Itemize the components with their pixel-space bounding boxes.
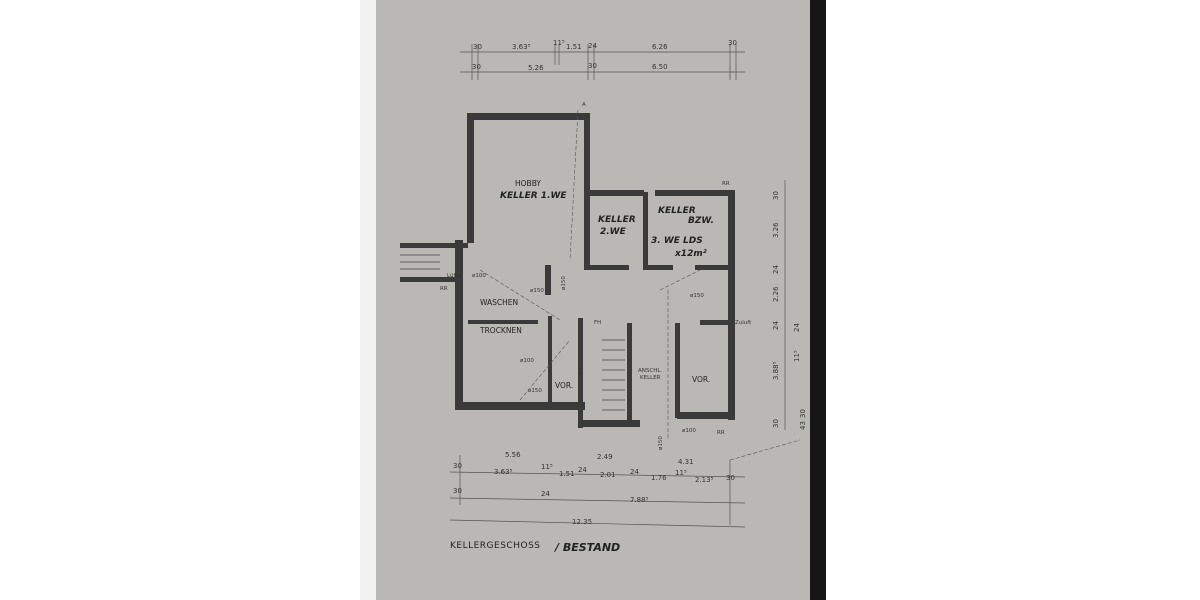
annotation-diameter: ø150: [561, 276, 567, 290]
annotation-rr: RR: [722, 181, 730, 187]
annotation-fh: FH: [579, 368, 585, 375]
dim-text: 6.50: [652, 63, 668, 71]
bottom-dimension-lines: [449, 455, 746, 528]
dim-text: 4.31: [678, 458, 694, 466]
dim-text: 12.35: [572, 518, 592, 526]
dim-text: 30: [772, 419, 780, 428]
plan-subtitle-handwritten: / BESTAND: [553, 541, 620, 554]
dim-text: 30: [799, 409, 807, 418]
dim-text: 2.13⁵: [695, 476, 714, 484]
dim-text: 7.88⁵: [630, 496, 649, 504]
annotation-rr: RR: [440, 286, 448, 292]
dim-text: 24: [541, 490, 550, 498]
room-label-keller-3we: 3. WE LDS: [651, 236, 703, 246]
annotation-diameter: ø100: [682, 428, 696, 434]
dim-text: 30: [453, 487, 462, 495]
room-label-keller-2we: KELLER: [598, 215, 636, 225]
room-label-anschl-keller: ANSCHL.: [638, 368, 662, 374]
dim-text: 30: [728, 39, 737, 47]
dim-text: 6.26: [652, 43, 668, 51]
room-label-anschl-keller: KELLER: [640, 375, 661, 381]
annotation-rr: RR: [717, 430, 725, 436]
dim-text: 3.88⁵: [772, 361, 780, 380]
dim-text: 2.26: [772, 286, 780, 302]
section-marker: A: [582, 102, 586, 108]
annotation-zuluft: Zuluft: [735, 320, 752, 326]
annotation-diameter: ø100: [472, 273, 486, 279]
dim-text: 30: [588, 62, 597, 70]
annotation-luftg: Lüftg.: [447, 273, 463, 279]
dim-text: 24: [772, 265, 780, 274]
annotation-diameter: ø150: [690, 293, 704, 299]
dim-text: 30: [453, 462, 462, 470]
dim-text: 30: [472, 63, 481, 71]
pipe-lines: [479, 109, 801, 461]
room-label-keller-2we: 2.WE: [600, 227, 627, 237]
dim-text: 30: [473, 43, 482, 51]
annotation-diameter: ø150: [530, 288, 544, 294]
dim-text: 2.49: [597, 453, 613, 461]
room-label-keller-1we: KELLER 1.WE: [500, 191, 567, 201]
room-label-vor: VOR.: [692, 375, 710, 384]
dim-text: 11⁵: [541, 463, 553, 471]
dim-text: 43: [799, 421, 807, 430]
dim-text: 24: [793, 323, 801, 332]
paper-sheet: [376, 0, 812, 600]
left-page: [360, 0, 380, 600]
room-label-keller-3we: BZW.: [688, 216, 714, 226]
room-label-vor: VOR.: [555, 381, 573, 390]
dim-text: 11⁵: [675, 469, 687, 477]
plan-title: KELLERGESCHOSS: [450, 541, 541, 551]
room-label-waschen: WASCHEN: [480, 298, 518, 307]
dim-text: 1.51: [559, 470, 575, 478]
dim-text: 2.01: [600, 471, 616, 479]
dim-text: 24: [772, 321, 780, 330]
top-dimension-lines: [460, 44, 745, 80]
room-label-trocknen: TROCKNEN: [479, 326, 522, 335]
dim-text: 24: [630, 468, 639, 476]
dim-text: 3.26: [772, 222, 780, 238]
annotation-fh: FH: [594, 320, 601, 326]
dim-text: 24: [588, 42, 597, 50]
dim-text: 1.51: [566, 43, 582, 51]
staircase: [400, 254, 625, 411]
dim-text: 5.56: [505, 451, 521, 459]
bottom-dimensions: 5.56 2.49 4.31 30 3.63⁵ 11⁵ 1.51 24 2.01…: [453, 451, 735, 526]
dim-text: 3.63⁵: [512, 43, 531, 51]
dim-text: 5.26: [528, 64, 544, 72]
dim-text: 11⁵: [793, 350, 801, 362]
walls: [400, 113, 735, 428]
dim-text: 30: [726, 474, 735, 482]
dim-text: 3.63⁵: [494, 468, 513, 476]
annotation-diameter: ø150: [528, 388, 542, 394]
book-edge: [810, 0, 826, 600]
annotation-diameter: ø100: [520, 358, 534, 364]
room-label-keller-3we: KELLER: [658, 206, 696, 216]
room-label-hobby: HOBBY: [515, 179, 541, 188]
annotation-diameter: ø150: [658, 436, 664, 450]
top-dimensions: 30 3.63⁵ 11⁵ 1.51 24 6.26 30 30 5.26 30 …: [472, 39, 737, 72]
room-label-area: x12m²: [674, 249, 707, 259]
dim-text: 24: [578, 466, 587, 474]
dim-text: 1.76: [651, 474, 667, 482]
dim-text: 30: [772, 191, 780, 200]
right-dimensions: 30 3.26 24 2.26 24 3.88⁵ 30 24 11⁵ 43 30: [772, 191, 807, 430]
dim-text: 11⁵: [553, 39, 565, 47]
